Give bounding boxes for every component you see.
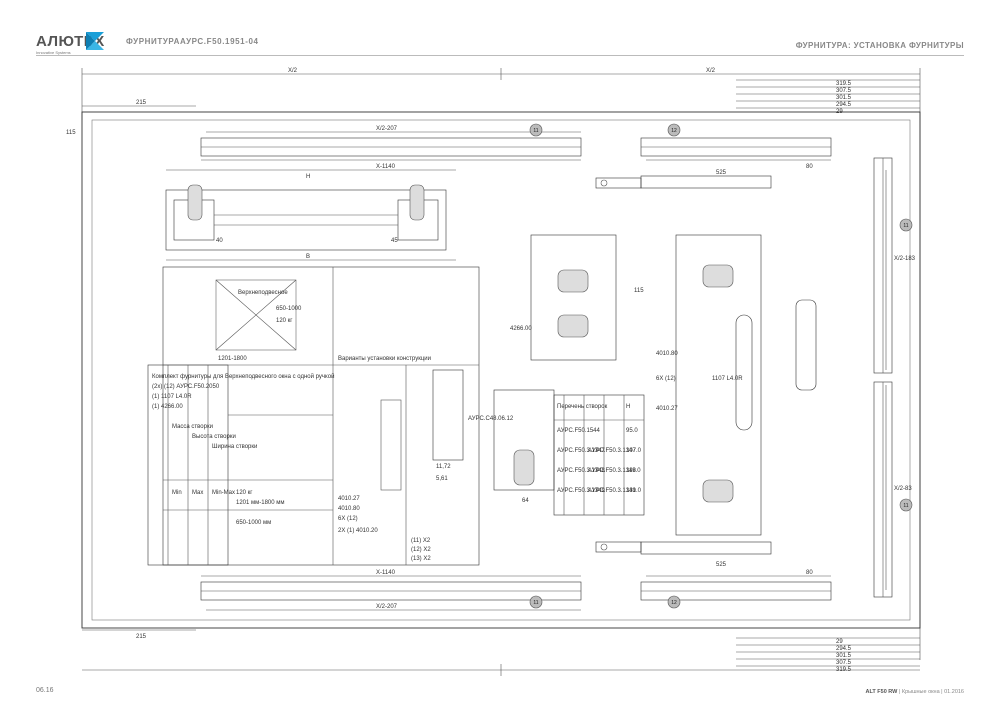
stack-top-3: 301.5 [836, 95, 852, 101]
table-val-mass: 120 кг [236, 490, 253, 496]
dim-64: 64 [522, 498, 529, 504]
stay-row-3-h: 131.0 [626, 488, 642, 494]
callout-12-bottom: 12 [671, 600, 677, 606]
callout-11-right-top: 11 [903, 223, 908, 229]
callout-11-right-bottom: 11 [903, 503, 908, 509]
stay-row-1-code-a: АУРС.F50.3.1347 [557, 448, 606, 454]
table-col-min: Min [172, 490, 182, 496]
hinge-code: АУРС.C48.06.12 [468, 416, 514, 422]
stay-row-3-code-b: АУРС.F50.3.1349 [588, 488, 637, 494]
table-col-minmax: Min-Max [212, 490, 235, 496]
table-sash-w: 650-1000 [276, 306, 302, 312]
profile-1107: 1107 L4.0R [712, 376, 743, 382]
table-item-3: (1) 4266.00 [152, 404, 183, 410]
callout-11-bottom: 11 [533, 600, 538, 606]
dim-x2-183: X/2-183 [894, 256, 916, 262]
table-col-width: Ширина створки [212, 444, 257, 450]
dim-80-bottom: 80 [806, 570, 813, 576]
profile-4266: 4266.00 [510, 326, 532, 332]
axis-b: B [306, 254, 310, 260]
page-number: 06.16 [36, 687, 54, 694]
profile-6x: 6X (12) [656, 376, 676, 382]
callout-11-top: 11 [533, 128, 538, 134]
table-qty-11: (11) X2 [411, 538, 431, 544]
brand-logo-subtitle: Innovative Systems [36, 50, 71, 55]
profile-4010-80: 4010.80 [656, 351, 678, 357]
dim-x1140-bottom: X-1140 [376, 570, 396, 576]
dim-x2-207-top: X/2-207 [376, 126, 398, 132]
footer-product-name: ALT F50 RW [865, 689, 898, 695]
stay-row-2-code-a: АУРС.F50.3.1348 [557, 468, 606, 474]
stack-top-2: 307.5 [836, 88, 852, 94]
header-divider [36, 55, 964, 56]
table-col-mass: Масса створки [172, 424, 213, 430]
table-qty-13: (13) X2 [411, 556, 431, 562]
dim-80-top: 80 [806, 164, 813, 170]
stack-bottom-2: 294.5 [836, 646, 852, 652]
table-parts-4010-80: 4010.80 [338, 506, 360, 512]
dim-40: 40 [216, 238, 223, 244]
table-sash-h: 120 кг [276, 318, 293, 324]
stay-table-col-h: H [626, 404, 630, 410]
stack-bottom-1: 29 [836, 639, 843, 645]
stay-row-1-h: 107.0 [626, 448, 642, 454]
table-orientation: Верхнеподвесное [238, 290, 288, 296]
section-title: ФУРНИТУРА: УСТАНОВКА ФУРНИТУРЫ [795, 41, 964, 50]
dim-215-top: 215 [136, 100, 147, 106]
dim-215-bottom: 215 [136, 634, 147, 640]
stack-bottom-3: 301.5 [836, 653, 852, 659]
callout-12-top: 12 [671, 128, 677, 134]
stack-top-5: 29 [836, 109, 843, 115]
stay-row-3-code-a: АУРС.F50.3.1349 [557, 488, 606, 494]
table-title: Комплект фурнитуры для Верхнеподвесного … [152, 373, 334, 380]
dim-x2-83: X/2-83 [894, 486, 912, 492]
table-item-1: (2x) (12) АУРС.F50.2050 [152, 384, 220, 390]
hinge-d2: 5,61 [436, 476, 448, 482]
page-header: АЛЮТЕХ Innovative Systems ФУРНИТУРААУРС.… [0, 0, 1000, 58]
footer-product: ALT F50 RW | Крышные окна | 01.2016 [865, 689, 964, 695]
dim-525-top: 525 [716, 170, 727, 176]
footer-separator: | [897, 689, 902, 695]
hinge-d1: 11,72 [436, 464, 451, 470]
table-col-max: Max [192, 490, 203, 496]
table-frame-title: Варианты установки конструкции [338, 356, 431, 362]
dim-half-b: X/2 [706, 68, 716, 74]
stay-row-1-code-b: АУРС.F50.3.1347 [588, 448, 637, 454]
stay-row-0-code: АУРС.F50.1544 [557, 428, 601, 434]
dim-x1140-top: X-1140 [376, 164, 396, 170]
stay-row-2-code-b: АУРС.F50.3.1348 [588, 468, 637, 474]
footer-subtitle: Крышные окна | 01.2016 [901, 689, 964, 695]
dim-115: 115 [66, 130, 76, 136]
stack-bottom-4: 307.5 [836, 660, 852, 666]
table-parts-6x: 6X (12) [338, 516, 358, 522]
technical-drawing: X/2 X/2 215 215 115 X/2-207 X/2-207 X-11… [66, 68, 921, 676]
table-val-height: 1201 мм-1800 мм [236, 500, 285, 506]
brand-logo-icon [86, 32, 104, 50]
document-code: ФУРНИТУРААУРС.F50.1951-04 [126, 37, 259, 46]
stack-top-1: 319.5 [836, 81, 852, 87]
stack-top-4: 294.5 [836, 102, 852, 108]
dim-115-profile: 115 [634, 288, 644, 294]
stay-row-2-h: 119.0 [626, 468, 641, 474]
table-col-height: Высота створки [192, 434, 236, 440]
table-val-width: 650-1000 мм [236, 520, 271, 526]
stay-row-0-h: 95.0 [626, 428, 638, 434]
table-parts-4010-27: 4010.27 [338, 496, 360, 502]
axis-h: H [306, 174, 310, 180]
dim-525-bottom: 525 [716, 562, 727, 568]
table-item-2: (1) 1107 L4.0R [152, 394, 192, 400]
profile-4010-27: 4010.27 [656, 406, 678, 412]
table-qty-12: (12) X2 [411, 547, 431, 553]
table-sash-dims: 1201-1800 [218, 356, 247, 362]
dim-half-a: X/2 [288, 68, 298, 74]
table-parts-2x: 2X (1) 4010.20 [338, 528, 378, 534]
dim-45: 45 [391, 238, 398, 244]
dim-x2-207-bottom: X/2-207 [376, 604, 398, 610]
stack-bottom-5: 319.5 [836, 667, 852, 673]
stay-table-header: Перечень створок [557, 404, 608, 410]
